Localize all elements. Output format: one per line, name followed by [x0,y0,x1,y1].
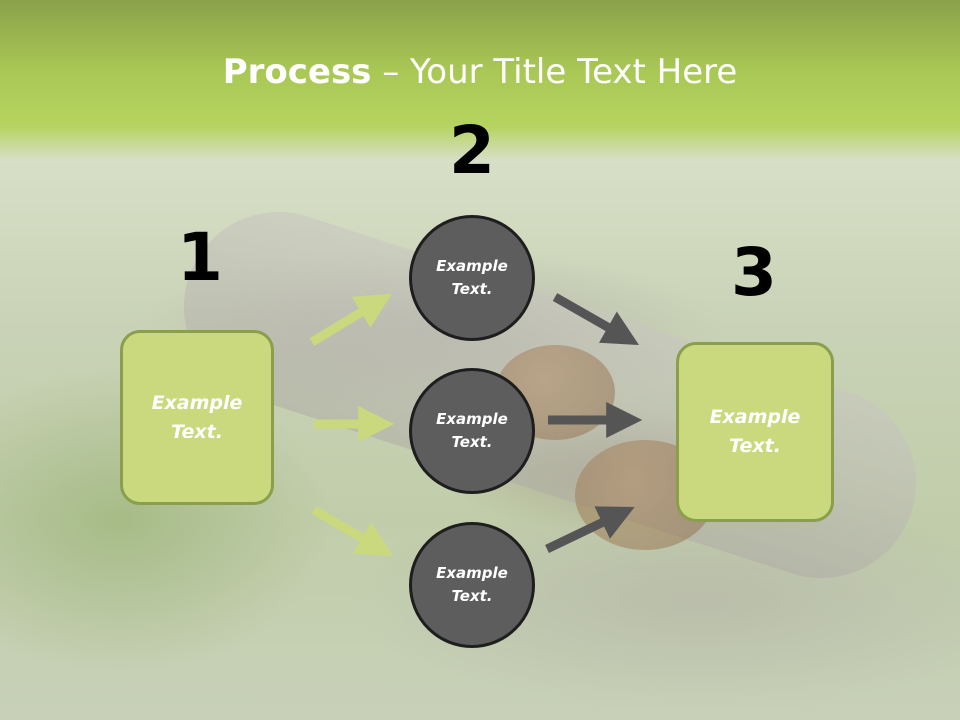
circle-middle: Example Text. [409,368,535,494]
arrow-from-circle-bottom [545,506,635,554]
circle-bottom-text: Example Text. [436,564,508,605]
step-number-2: 2 [449,112,495,189]
circle-top-text: Example Text. [436,257,508,298]
circle-bottom: Example Text. [409,522,535,648]
left-box-text: Example Text. [151,391,243,443]
title-rest: – Your Title Text Here [371,52,738,92]
step-number-1: 1 [177,219,223,296]
left-example-box: Example Text. [120,330,274,505]
right-box-text: Example Text. [709,406,801,457]
arrow-from-circle-top [552,293,640,346]
step-number-3: 3 [731,234,777,311]
right-example-box: Example Text. [676,342,834,522]
circle-middle-text: Example Text. [436,410,508,451]
arrow-to-circle-top [309,293,392,346]
slide-title: Process – Your Title Text Here [0,52,960,92]
arrow-to-circle-bottom [311,506,393,557]
circle-top: Example Text. [409,215,535,341]
title-bold: Process [222,52,372,92]
